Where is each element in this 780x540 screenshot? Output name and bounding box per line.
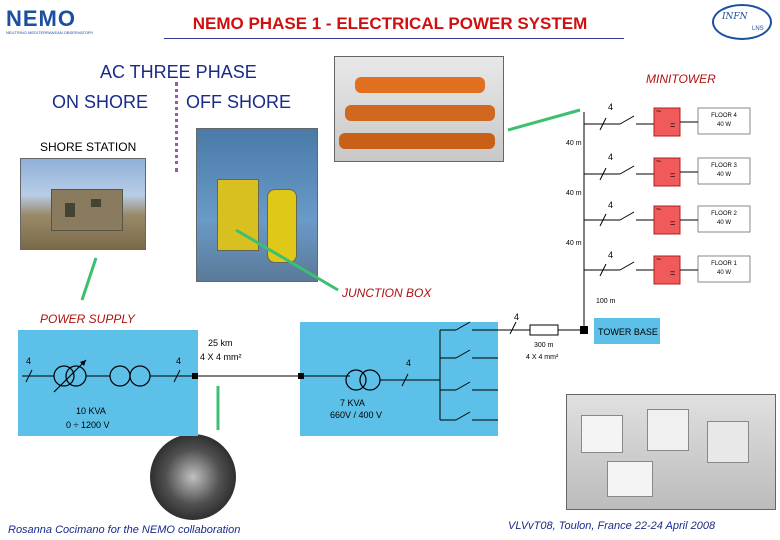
jb-wires-out: 4 bbox=[406, 358, 411, 368]
cable-section: 4 X 4 mm² bbox=[200, 352, 242, 362]
floor1-ac-symbol: ~ bbox=[656, 254, 661, 264]
floor4-dc-symbol: = bbox=[670, 120, 675, 130]
jb-transformer-ratio: 660V / 400 V bbox=[330, 410, 382, 420]
tower-link-section: 4 X 4 mm² bbox=[526, 354, 558, 361]
floor1-wires: 4 bbox=[608, 250, 613, 260]
floor4-power: 40 W bbox=[704, 121, 744, 130]
floor3-wires: 4 bbox=[608, 152, 613, 162]
minitower-label: MINITOWER bbox=[646, 72, 716, 86]
floor2-power: 40 W bbox=[704, 219, 744, 228]
shore-station-pointer bbox=[82, 258, 96, 300]
floor3-dc-symbol: = bbox=[670, 170, 675, 180]
floor3-ac-symbol: ~ bbox=[656, 156, 661, 166]
tower-link-wires: 4 bbox=[514, 312, 519, 322]
ps-wires-out: 4 bbox=[176, 356, 181, 366]
jb-transformer-rating: 7 KVA bbox=[340, 398, 365, 408]
floor3-power: 40 W bbox=[704, 171, 744, 180]
minitower-pointer bbox=[508, 110, 580, 130]
footer-event: VLVvT08, Toulon, France 22-24 April 2008 bbox=[508, 520, 715, 532]
floor2-gap: 40 m bbox=[566, 240, 582, 247]
floor3-label: FLOOR 3 bbox=[704, 162, 744, 171]
footer-author: Rosanna Cocimano for the NEMO collaborat… bbox=[8, 524, 240, 536]
floor2-wires: 4 bbox=[608, 200, 613, 210]
floor1-power: 40 W bbox=[704, 269, 744, 278]
ps-range: 0 ÷ 1200 V bbox=[66, 420, 109, 430]
floor4-gap: 40 m bbox=[566, 140, 582, 147]
tower-base-label: TOWER BASE bbox=[598, 327, 658, 337]
floor4-label: FLOOR 4 bbox=[704, 112, 744, 121]
floor4-ac-symbol: ~ bbox=[656, 106, 661, 116]
floor3-gap: 40 m bbox=[566, 190, 582, 197]
floor2-label: FLOOR 2 bbox=[704, 210, 744, 219]
floor4-wires: 4 bbox=[608, 102, 613, 112]
floor2-ac-symbol: ~ bbox=[656, 204, 661, 214]
cable-length: 25 km bbox=[208, 338, 233, 348]
junction-box-pointer bbox=[236, 230, 338, 290]
shore-station-label: SHORE STATION bbox=[40, 140, 136, 154]
ps-rating: 10 KVA bbox=[76, 406, 106, 416]
ps-wires-in: 4 bbox=[26, 356, 31, 366]
floor2-dc-symbol: = bbox=[670, 218, 675, 228]
tower-link-length: 300 m bbox=[534, 342, 553, 349]
floor1-label: FLOOR 1 bbox=[704, 260, 744, 269]
power-supply-label: POWER SUPPLY bbox=[40, 312, 135, 326]
floor1-dc-symbol: = bbox=[670, 268, 675, 278]
junction-box-label: JUNCTION BOX bbox=[342, 286, 431, 300]
tower-vertical-length: 100 m bbox=[596, 298, 615, 305]
